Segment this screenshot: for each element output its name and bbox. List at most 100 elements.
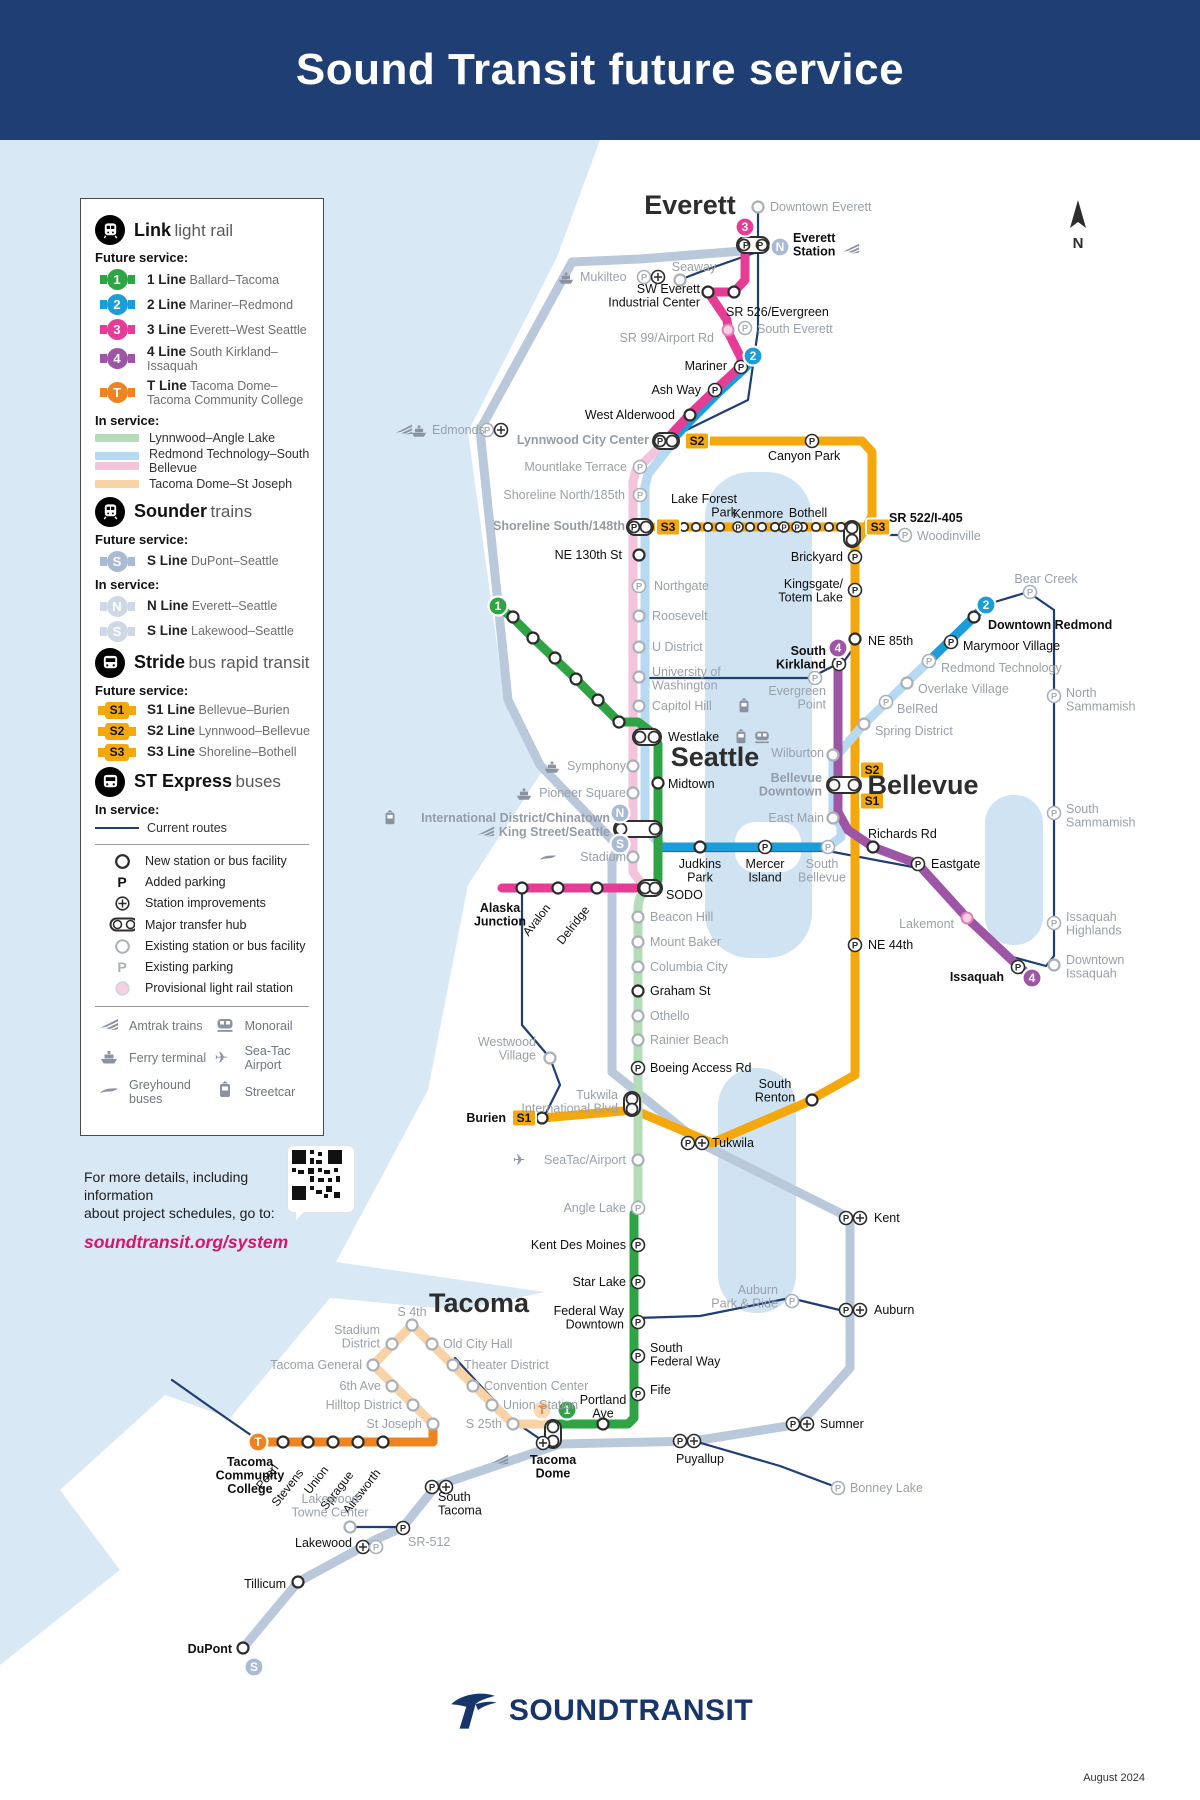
inservice-swatch bbox=[95, 451, 139, 470]
plus-icon bbox=[654, 273, 662, 281]
station-label: Puyallup bbox=[676, 1452, 724, 1466]
badge-N bbox=[609, 802, 631, 824]
badge-S2 bbox=[684, 431, 710, 451]
plus-icon bbox=[497, 426, 505, 434]
station-label: Rainier Beach bbox=[650, 1033, 729, 1047]
station-label: Richards Rd bbox=[868, 827, 937, 841]
parking-letter: P bbox=[809, 436, 816, 447]
station-existing bbox=[366, 1358, 380, 1372]
badge-S1 bbox=[511, 1108, 537, 1128]
station-label: Fife bbox=[650, 1383, 671, 1397]
station-label: S 4th bbox=[397, 1305, 426, 1319]
transfer-hub bbox=[613, 820, 663, 838]
badge-label: S2 bbox=[690, 434, 705, 448]
station-new bbox=[693, 840, 707, 854]
station-label: Lynnwood City Center bbox=[517, 433, 649, 447]
inservice-label: Redmond Technology–South Bellevue bbox=[149, 446, 310, 475]
badge-S1 bbox=[859, 791, 885, 811]
station-label: DuPont bbox=[188, 1642, 233, 1656]
transfer-hub-node bbox=[665, 434, 679, 448]
station-label: Auburn bbox=[874, 1303, 914, 1317]
existing-parking-icon bbox=[1046, 915, 1062, 931]
symbol-label: New station or bus facility bbox=[145, 854, 287, 868]
badge-label: S1 bbox=[517, 1111, 532, 1125]
station-label: Seaway bbox=[672, 260, 717, 274]
station-label: Canyon Park bbox=[768, 449, 841, 463]
added-parking-icon bbox=[395, 1520, 411, 1536]
parking-letter: P bbox=[1051, 918, 1058, 929]
added-parking-icon bbox=[791, 521, 803, 533]
station-existing bbox=[466, 1379, 480, 1393]
website-link[interactable]: soundtransit.org/system bbox=[84, 1231, 289, 1252]
added-parking-icon bbox=[630, 1386, 646, 1402]
transfer-hub-node bbox=[653, 434, 667, 448]
section-title: Sounder trains bbox=[134, 501, 253, 521]
pexist-icon: P bbox=[117, 959, 127, 975]
current-route-sample bbox=[95, 826, 139, 829]
legend-symbol-hub: Major transfer hub bbox=[109, 916, 313, 933]
legend-inservice-row: Tacoma Dome–St Joseph bbox=[95, 477, 313, 491]
station-existing bbox=[631, 960, 645, 974]
parking-letter: P bbox=[926, 656, 933, 667]
symbol-label: Provisional light rail station bbox=[145, 981, 293, 995]
station-label: Stadium bbox=[580, 850, 626, 864]
route-sounder-s-line bbox=[238, 841, 855, 1653]
station-new bbox=[291, 1575, 305, 1589]
bus-icon bbox=[95, 766, 125, 797]
transfer-hub-node bbox=[847, 778, 861, 792]
line-text: S1 Line Bellevue–Burien bbox=[147, 702, 290, 718]
badge-4 bbox=[1021, 967, 1043, 989]
station-label: Union Station bbox=[503, 1398, 578, 1412]
added-parking-icon bbox=[757, 839, 773, 855]
parking-letter: P bbox=[1051, 691, 1058, 702]
station-existing bbox=[900, 676, 914, 690]
station-label: Overlake Village bbox=[918, 682, 1009, 696]
line-badge: T bbox=[95, 382, 139, 404]
plane-icon: ✈ bbox=[214, 1049, 228, 1067]
station-existing bbox=[632, 640, 646, 654]
existing-parking-icon bbox=[479, 422, 495, 438]
svg-text:N: N bbox=[1073, 235, 1084, 252]
parking-letter: P bbox=[843, 1305, 850, 1316]
parking-letter: P bbox=[429, 1482, 436, 1493]
legend-divider bbox=[95, 1005, 309, 1007]
parking-letter: P bbox=[852, 552, 859, 563]
station-label: Mount Baker bbox=[650, 935, 721, 949]
parking-letter: P bbox=[762, 842, 769, 853]
sound-transit-logo-text: SOUNDTRANSIT bbox=[508, 1694, 754, 1727]
route-stx-bonney-lake bbox=[692, 1439, 838, 1489]
station-existing bbox=[543, 1051, 557, 1065]
bus-icon bbox=[95, 647, 125, 678]
route-stx-auburn bbox=[634, 1296, 850, 1320]
station-label: Mukilteo bbox=[580, 270, 627, 284]
qr-code bbox=[288, 1146, 354, 1220]
station-new bbox=[351, 1435, 365, 1449]
line-badge: 3 bbox=[95, 319, 139, 340]
added-parking-icon bbox=[630, 1237, 646, 1253]
lake-washington bbox=[705, 472, 812, 958]
station-existing bbox=[631, 1153, 645, 1167]
station-new bbox=[866, 840, 880, 854]
station-existing bbox=[632, 670, 646, 684]
parking-letter: P bbox=[883, 697, 890, 708]
amtrak-icon bbox=[99, 1015, 123, 1038]
station-label: Midtown bbox=[668, 777, 715, 791]
station-label: Pioneer Square bbox=[539, 786, 626, 800]
lake-sammamish bbox=[985, 795, 1043, 945]
station-label: Redmond Technology bbox=[941, 661, 1062, 675]
line-badge: 1 bbox=[95, 269, 139, 290]
